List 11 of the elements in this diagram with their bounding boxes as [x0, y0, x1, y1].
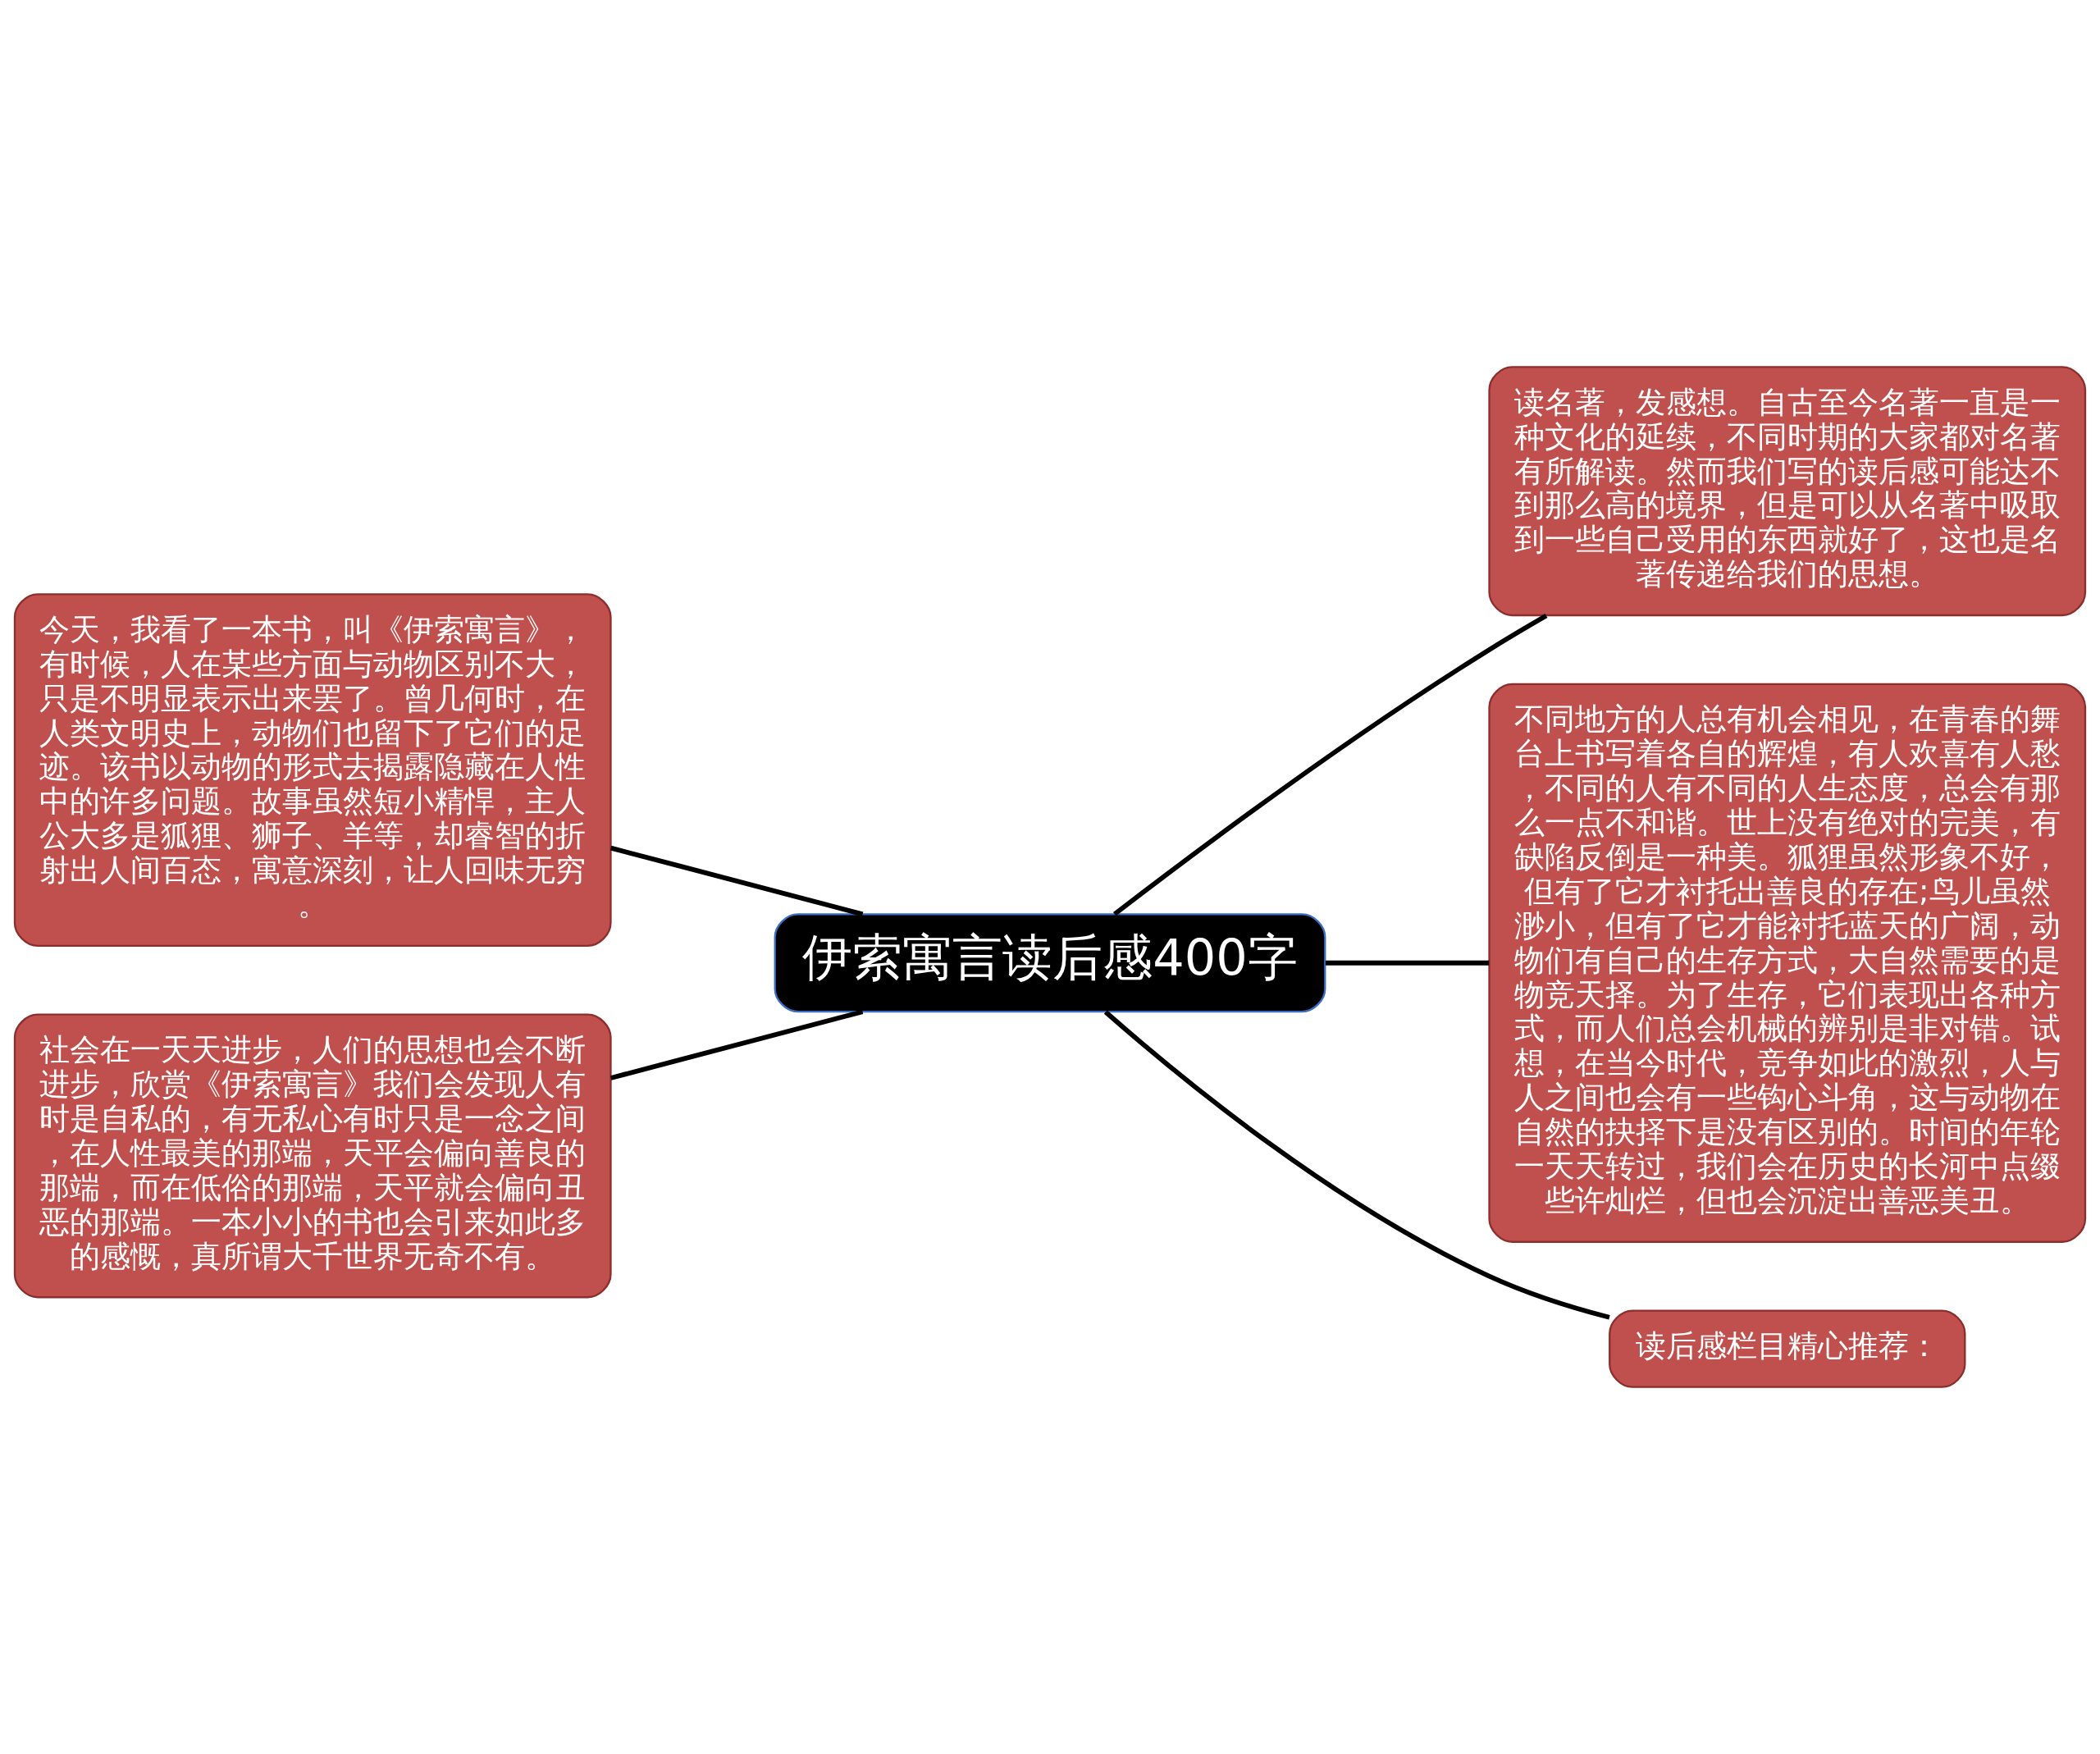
node-box: 读后感栏目精心推荐：: [1609, 1309, 1966, 1388]
connector: [609, 1009, 864, 1080]
node-box: 读名著，发感想。自古至今名著一直是一种文化的延续，不同时期的大家都对名著有所解读。然而我们写的读后感可能达不到那么高的境界，但是可以从名著中吸取到一些自己受用的东西就好了，这也是名著传递给我们的思想。: [1488, 366, 2087, 617]
connector: [1103, 1010, 1610, 1320]
node-box: 今天，我看了一本书，叫《伊索寓言》，有时候，人在某些方面与动物区别不大，只是不明显表示出来罢了。曾几何时，在人类文明史上，动物们也留下了它们的足迹。该书以动物的形式去揭露隐藏在人性中的许多问题。故事虽然短小精悍，主人公大多是狐狸、狮子、羊等，却睿智的折射出人间百态，寓意深刻，让人回味无穷。: [13, 593, 612, 947]
node-box: 不同地方的人总有机会相见，在青春的舞台上书写着各自的辉煌，有人欢喜有人愁，不同的人有不同的人生态度，总会有那么一点不和谐。世上没有绝对的完美，有缺陷反倒是一种美。狐狸虽然形象不好，但有了它才衬托出善良的存在;鸟儿虽然渺小，但有了它才能衬托蓝天的广阔，动物们有自己的生存方式，大自然需要的是物竞天择。为了生存，它们表现出各种方式，而人们总会机械的辨别是非对错。试想，在当今时代，竞争如此的激烈，人与人之间也会有一些钩心斗角，这与动物在自然的抉择下是没有区别的。时间的年轮一天天转过，我们会在历史的长河中点缀些许灿烂，但也会沉淀出善恶美丑。: [1488, 683, 2087, 1243]
connector: [1325, 960, 1490, 966]
node-box: 伊索寓言读后感400字: [774, 913, 1326, 1013]
connector: [1113, 613, 1548, 916]
connector: [609, 845, 864, 917]
node-box: 社会在一天天进步，人们的思想也会不断进步，欣赏《伊索寓言》我们会发现人有时是自私的，有无私心有时只是一念之间，在人性最美的那端，天平会偏向善良的那端，而在低俗的那端，天平就会偏向丑恶的那端。一本小小的书也会引来如此多的感慨，真所谓大千世界无奇不有。: [13, 1013, 612, 1299]
